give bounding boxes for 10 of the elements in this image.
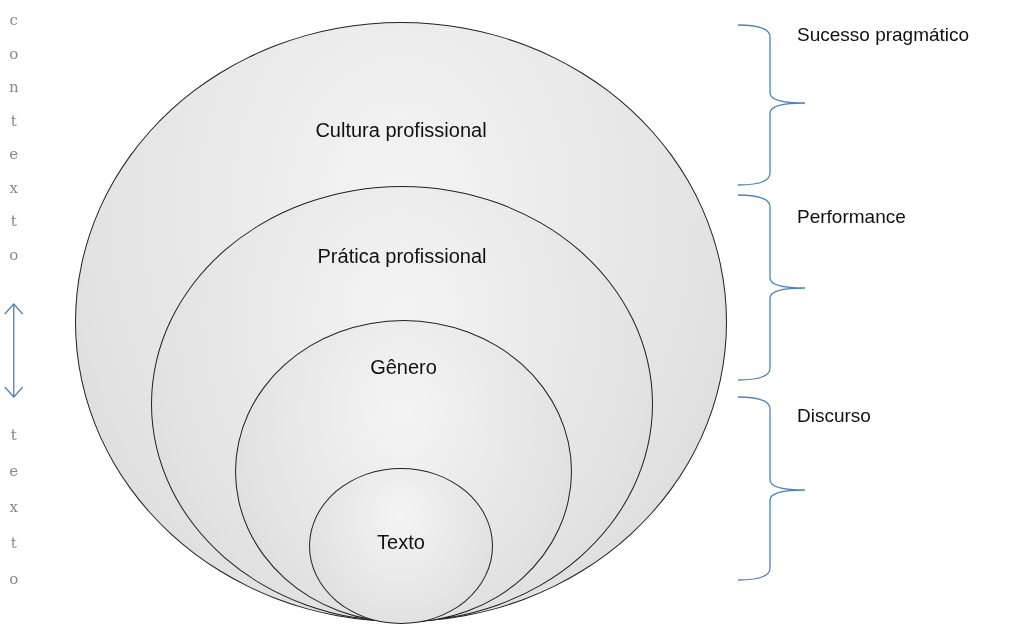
- bracket-label: Discurso: [797, 405, 871, 427]
- bracket-label: Sucesso pragmático: [797, 24, 970, 46]
- circle-label: Cultura profissional: [315, 119, 487, 142]
- circle-label: Prática profissional: [317, 245, 487, 268]
- vertical-text: texto: [9, 417, 19, 597]
- circle-label: Texto: [377, 531, 425, 554]
- vertical-text: contexto: [9, 4, 19, 272]
- bracket-label: Performance: [797, 206, 906, 228]
- circle-label: Gênero: [370, 356, 437, 379]
- double-arrow: [4, 303, 24, 398]
